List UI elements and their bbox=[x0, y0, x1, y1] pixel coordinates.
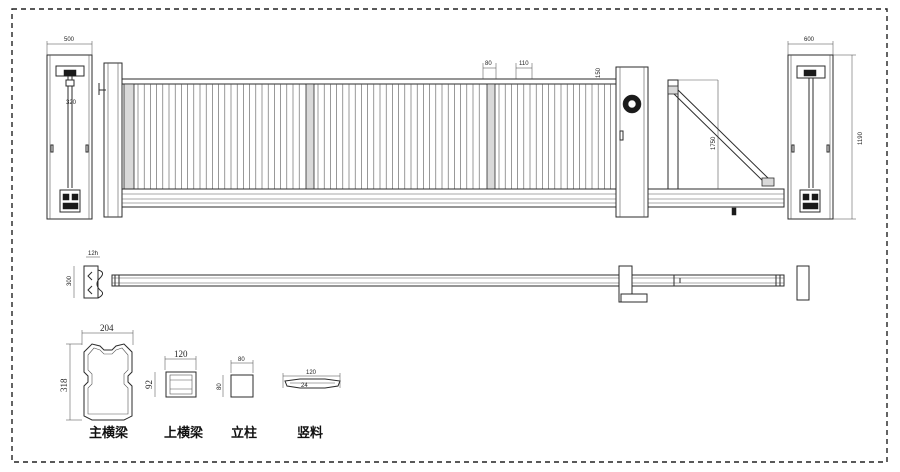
gate-pickets bbox=[137, 84, 611, 189]
dim-profile-upper-width: 120 bbox=[174, 349, 188, 359]
profile-vertical-bar: 120 24 竖料 bbox=[282, 370, 341, 441]
dim-profile-upper-height: 92 bbox=[144, 380, 154, 389]
dim-profile-main-height: 318 bbox=[59, 378, 69, 392]
profile-main-beam: 204 318 主横梁 bbox=[59, 323, 134, 441]
gate-end-post-left bbox=[123, 83, 135, 190]
dim-upright-spacing-b: 110 bbox=[519, 61, 529, 67]
profile-post: 80 80 立柱 bbox=[217, 357, 257, 441]
drawing-frame bbox=[11, 8, 888, 463]
dim-left-post-inner: 320 bbox=[66, 100, 77, 106]
dim-upright-spacing-a: 80 bbox=[485, 61, 492, 67]
gate-divider-post-2 bbox=[486, 83, 496, 190]
dim-plan-width: 300 bbox=[67, 275, 73, 286]
label-upper-beam: 上横梁 bbox=[164, 425, 204, 441]
gate-elevation: 80 110 150 1750 bbox=[98, 61, 785, 218]
dim-profile-vertical-thickness: 24 bbox=[301, 383, 308, 389]
dim-profile-post-side: 80 bbox=[217, 383, 223, 390]
dim-plan-wheel-top: 12h bbox=[88, 251, 98, 257]
profile-upper-beam: 120 92 上横梁 bbox=[144, 349, 204, 441]
right-post-elevation: 600 1190 bbox=[787, 37, 864, 220]
motor-post bbox=[615, 66, 649, 218]
dim-gate-height: 1750 bbox=[711, 136, 717, 150]
dim-right-post-width: 600 bbox=[804, 37, 815, 43]
gate-divider-post-1 bbox=[305, 83, 315, 190]
dim-right-post-height: 1190 bbox=[858, 131, 864, 145]
dim-left-post-width: 500 bbox=[64, 37, 75, 43]
dim-profile-main-width: 204 bbox=[100, 323, 114, 333]
label-vertical-bar: 竖料 bbox=[297, 425, 323, 441]
left-post-elevation: 500 320 bbox=[46, 37, 93, 220]
label-main-beam: 主横梁 bbox=[89, 425, 129, 441]
label-post: 立柱 bbox=[231, 425, 257, 441]
dim-profile-post-size: 80 bbox=[238, 357, 245, 363]
dim-profile-vertical-width: 120 bbox=[306, 370, 317, 376]
dim-top-offset: 150 bbox=[596, 67, 602, 78]
gate-plan-view: 12h 300 bbox=[67, 251, 810, 303]
